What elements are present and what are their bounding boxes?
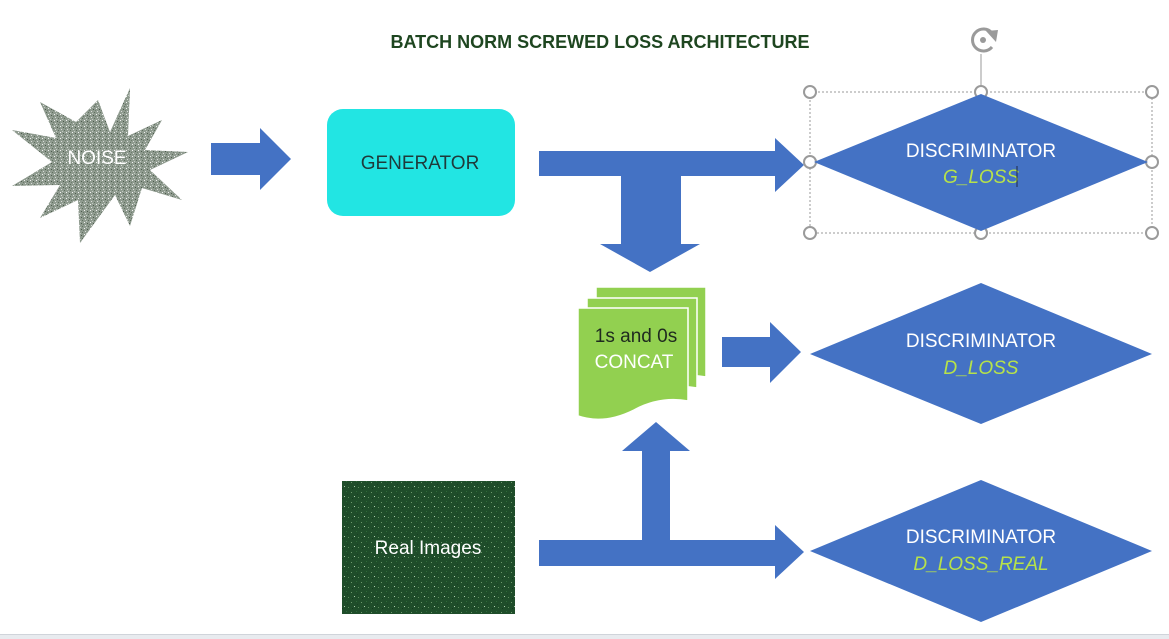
discriminator-d-loss-real-loss: D_LOSS_REAL — [913, 554, 1048, 575]
resize-handle-bottom-left[interactable] — [803, 226, 817, 240]
concat-line2: CONCAT — [595, 352, 674, 373]
real-images-box — [342, 481, 515, 614]
concat-doc-front — [577, 307, 689, 421]
resize-handle-top-right[interactable] — [1145, 85, 1159, 99]
noise-starburst-shape — [12, 88, 188, 243]
discriminator-d-loss-label: DISCRIMINATOR — [906, 331, 1056, 352]
generator-label: GENERATOR — [361, 153, 480, 174]
resize-handle-top-left[interactable] — [803, 85, 817, 99]
arrow-real-images-to-discriminator-real — [539, 422, 804, 579]
noise-label: NOISE — [67, 148, 126, 169]
discriminator-d-loss-loss: D_LOSS — [944, 358, 1019, 379]
arrow-generator-to-discriminator-g — [539, 138, 804, 272]
diagram-title: BATCH NORM SCREWED LOSS ARCHITECTURE — [391, 32, 810, 52]
concat-node[interactable]: 1s and 0s CONCAT — [577, 286, 707, 421]
arrow-concat-to-discriminator-d — [722, 322, 801, 383]
generator-node[interactable]: GENERATOR — [327, 109, 515, 216]
concat-line1: 1s and 0s — [595, 326, 677, 347]
generator-box — [327, 109, 515, 216]
discriminator-d-loss-real-label: DISCRIMINATOR — [906, 527, 1056, 548]
discriminator-d-loss[interactable]: DISCRIMINATOR D_LOSS — [810, 283, 1152, 424]
discriminator-d-loss-real[interactable]: DISCRIMINATOR D_LOSS_REAL — [810, 480, 1152, 622]
discriminator-d-loss-real-shape — [810, 480, 1152, 622]
discriminator-d-loss-shape — [810, 283, 1152, 424]
real-images-label: Real Images — [375, 538, 482, 559]
real-images-node[interactable]: Real Images — [342, 481, 515, 614]
discriminator-g-loss-loss: G_LOSS — [943, 167, 1019, 188]
noise-node[interactable]: NOISE — [12, 88, 188, 243]
rotate-icon[interactable] — [971, 27, 998, 53]
selection-frame[interactable] — [803, 27, 1159, 240]
discriminator-g-loss[interactable]: DISCRIMINATOR G_LOSS — [814, 94, 1148, 231]
window-bottom-bar — [0, 634, 1169, 639]
arrow-noise-to-generator — [211, 128, 291, 190]
resize-handle-bottom-right[interactable] — [1145, 226, 1159, 240]
discriminator-g-loss-label: DISCRIMINATOR — [906, 141, 1056, 162]
discriminator-g-loss-shape — [814, 94, 1148, 231]
